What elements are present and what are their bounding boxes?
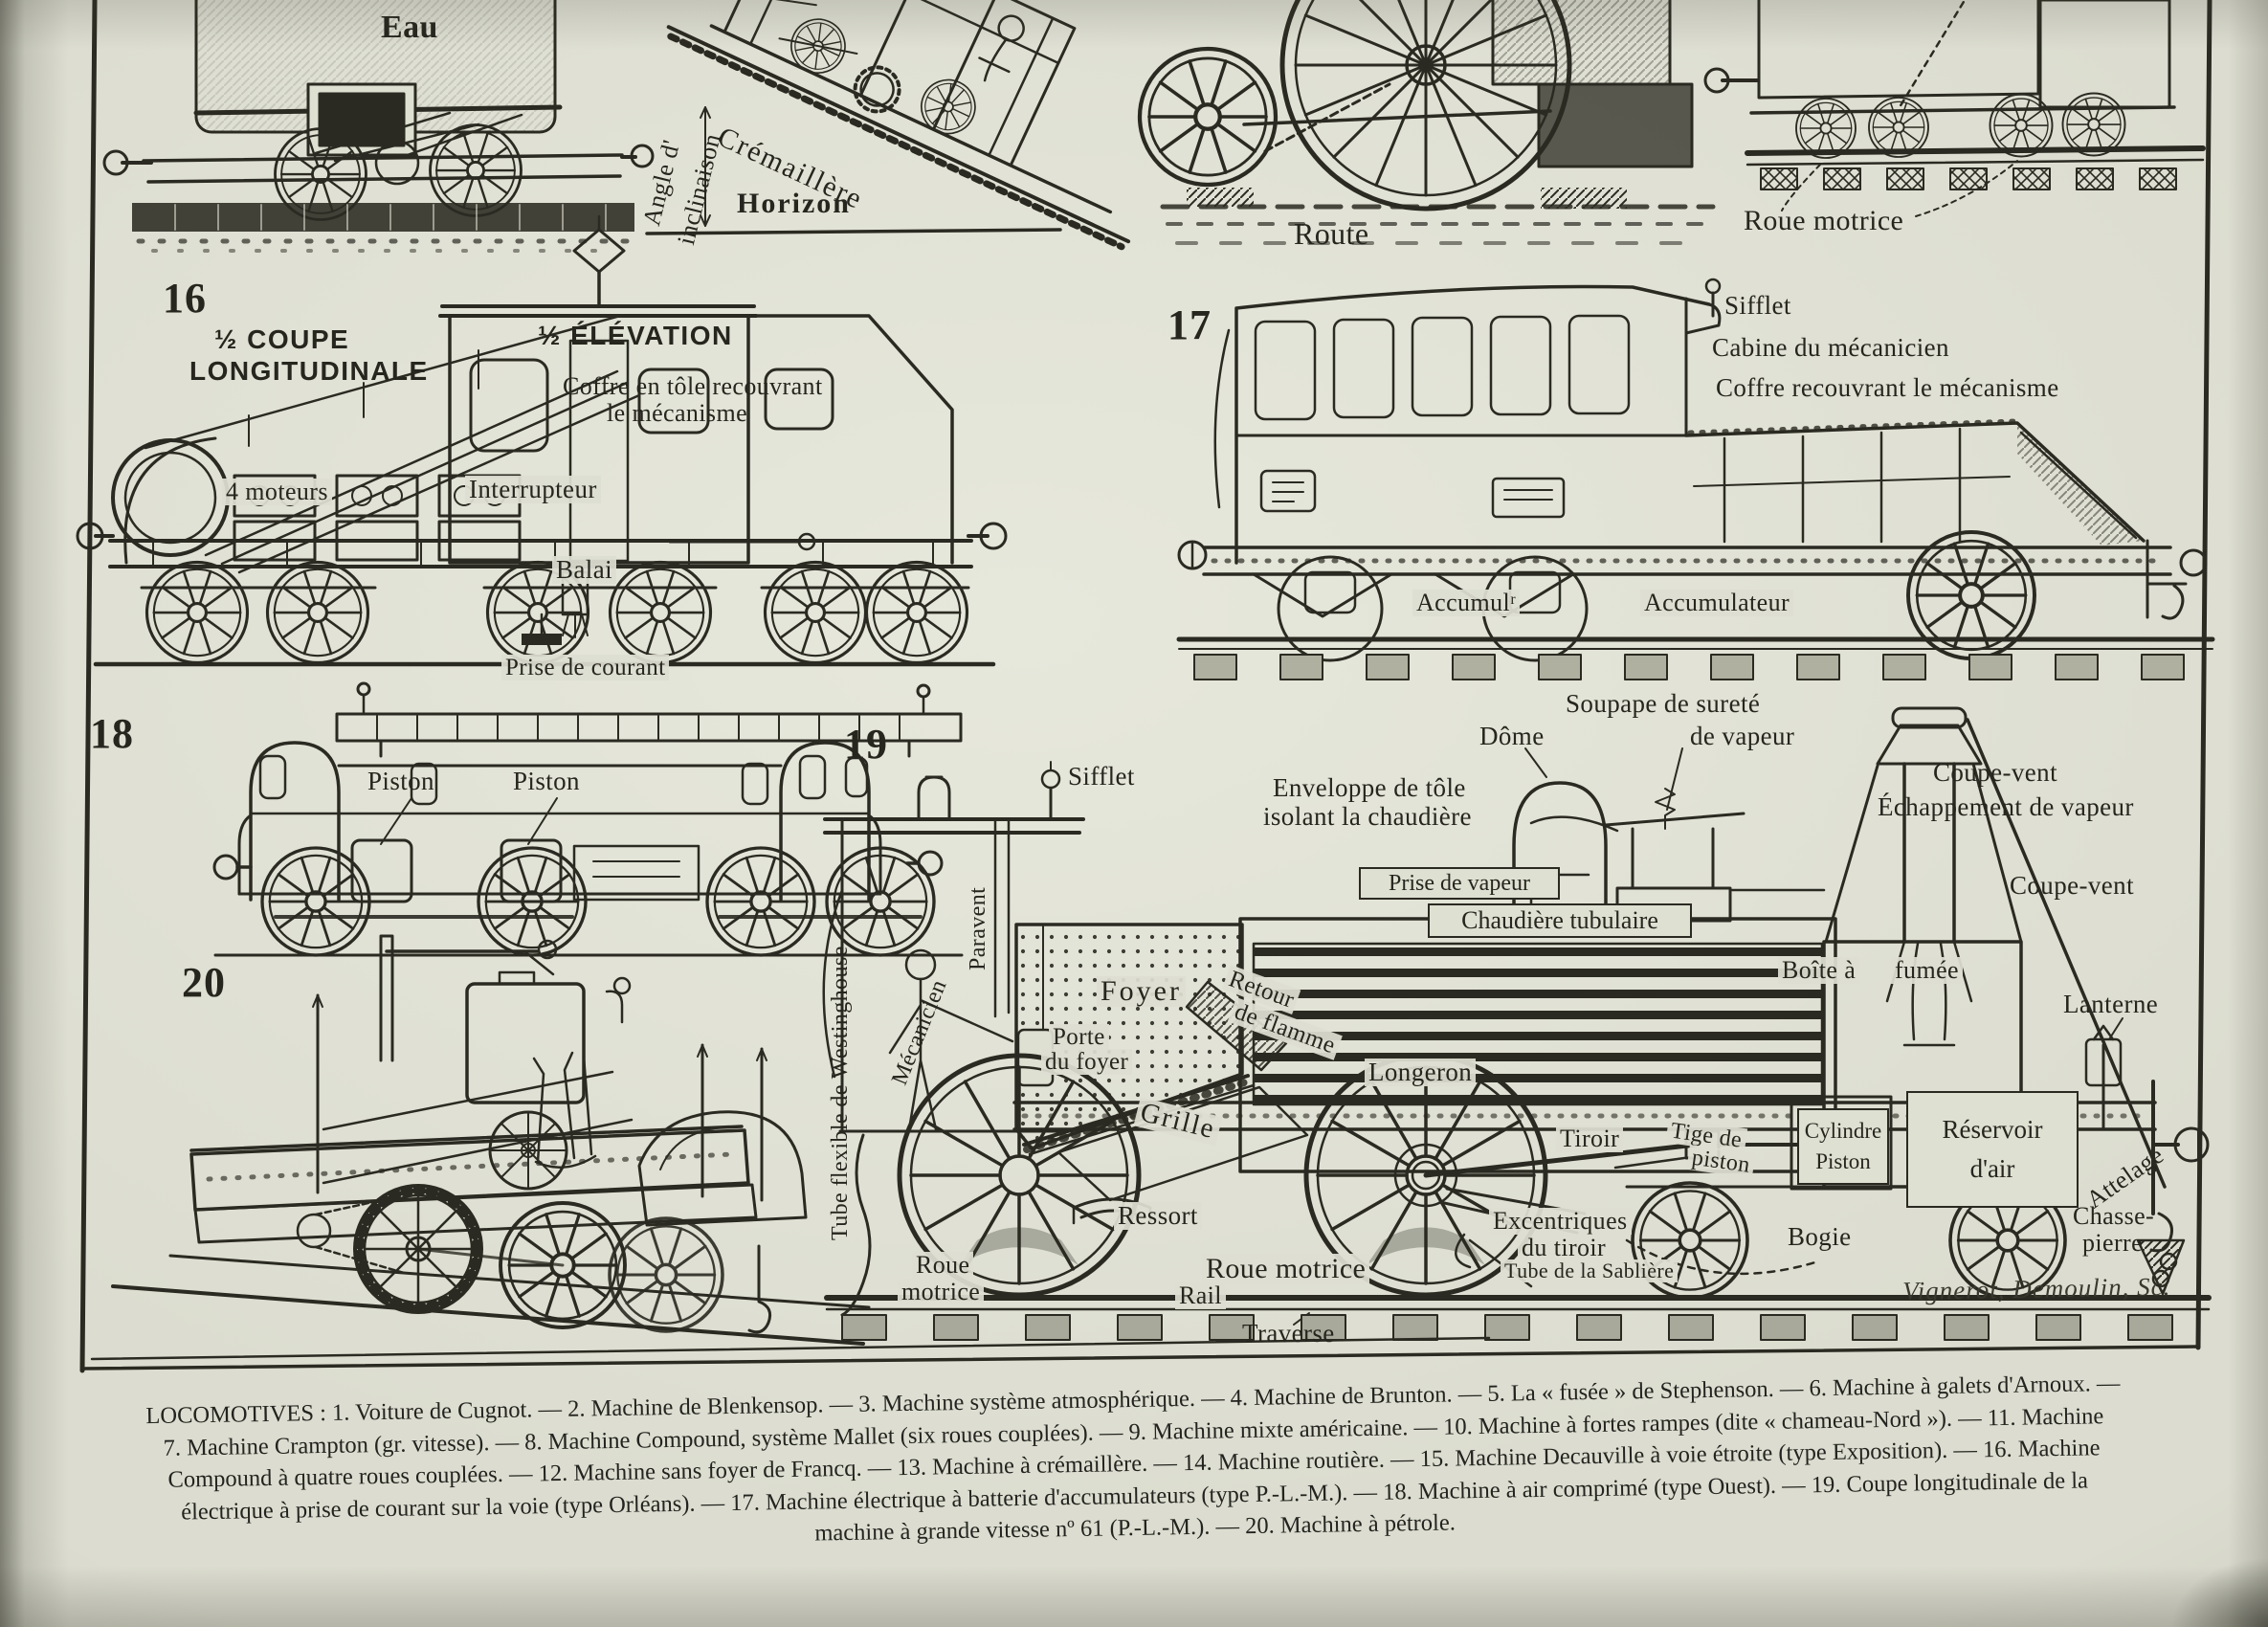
label-enveloppe-line1: Enveloppe de tôle — [1273, 773, 1466, 802]
figure-17-number: 17 — [1167, 301, 1212, 348]
label-roue-motrice-top: Roue motrice — [1744, 205, 1904, 236]
label-eau: Eau — [381, 10, 438, 45]
label-fumee: fumée — [1891, 957, 1963, 984]
label-piston-right: Piston — [513, 767, 580, 795]
label-4-moteurs: 4 moteurs — [222, 479, 332, 505]
label-demi-coupe: ½ COUPE — [214, 324, 350, 354]
label-coupe-vent-bas: Coupe-vent — [2010, 871, 2134, 900]
fig-rack-railway — [645, 0, 1131, 251]
plate-border — [79, 0, 2212, 1373]
label-accumulateur-abbrev: Accumulʳ — [1412, 590, 1521, 616]
label-porte-line2: du foyer — [1041, 1049, 1133, 1075]
label-horizon: Horizon — [737, 188, 851, 219]
label-echappement-vapeur: Échappement de vapeur — [1878, 792, 2134, 821]
label-accumulateur: Accumulateur — [1640, 590, 1794, 616]
fig-18-compressed-air-locomotive — [212, 681, 964, 957]
figure-16-number: 16 — [163, 275, 207, 322]
label-ressort: Ressort — [1114, 1202, 1202, 1230]
label-reservoir-line2: d'air — [1969, 1154, 2015, 1183]
label-tiroir: Tiroir — [1556, 1126, 1624, 1152]
label-balai: Balai — [552, 556, 616, 584]
label-sifflet-19: Sifflet — [1068, 762, 1135, 791]
label-longeron: Longeron — [1365, 1059, 1477, 1086]
fig-top-left-locomotive — [102, 0, 655, 253]
label-soupape-line2: de vapeur — [1690, 722, 1795, 750]
label-demi-elevation: ½ ÉLÉVATION — [538, 321, 733, 350]
label-enveloppe-line2: isolant la chaudière — [1263, 802, 1472, 831]
label-cylindre-line2: Piston — [1815, 1149, 1871, 1173]
figure-20-number: 20 — [182, 959, 226, 1006]
fig-road-locomotive — [1140, 0, 1716, 245]
label-piston-left: Piston — [367, 767, 434, 795]
label-cabine-mecanicien: Cabine du mécanicien — [1712, 333, 1949, 362]
label-bogie: Bogie — [1784, 1223, 1856, 1251]
label-prise-de-courant: Prise de courant — [501, 655, 670, 680]
figure-19-number: 19 — [844, 721, 888, 768]
label-cylindre-piston: Cylindre Piston — [1797, 1108, 1889, 1185]
label-soupape-line1: Soupape de sureté — [1566, 689, 1761, 718]
label-longitudinale: LONGITUDINALE — [189, 356, 429, 386]
label-tube-sabliere: Tube de la Sablière — [1501, 1259, 1679, 1282]
fig-16-electric-locomotive — [76, 214, 1008, 667]
label-roue-motrice-centre: Roue motrice — [1202, 1254, 1370, 1284]
label-chaudiere-tubulaire: Chaudière tubulaire — [1428, 903, 1692, 938]
label-coupe-vent-haut: Coupe-vent — [1933, 758, 2057, 787]
label-cylindre-line1: Cylindre — [1804, 1119, 1882, 1143]
label-sifflet-17: Sifflet — [1724, 291, 1791, 320]
label-lanterne: Lanterne — [2063, 990, 2159, 1018]
label-coffre-mecanisme-17: Coffre recouvrant le mécanisme — [1716, 373, 2059, 402]
label-prise-de-vapeur: Prise de vapeur — [1359, 867, 1560, 900]
label-porte-line1: Porte — [1049, 1024, 1109, 1050]
label-chasse-pierre-line2: pierre — [2082, 1229, 2144, 1257]
label-traverse: Traverse — [1242, 1319, 1335, 1348]
label-coffre-tole-line2: le mécanisme — [607, 399, 748, 427]
label-boite-a: Boîte à — [1778, 957, 1860, 984]
fig-decauville — [1703, 0, 2206, 217]
label-roue-motrice-gauche-line1: Roue — [912, 1252, 974, 1279]
figure-18-number: 18 — [90, 710, 134, 757]
fig-17-accumulator-locomotive — [1176, 278, 2215, 680]
label-tube-westinghouse: Tube flexible de Westinghouse — [828, 946, 853, 1240]
fig-19-longitudinal-section — [822, 706, 2212, 1341]
label-foyer: Foyer — [1097, 976, 1186, 1007]
label-roue-motrice-gauche-line2: motrice — [898, 1279, 985, 1305]
engraver-signature: Vignerot, Demoulin, Sc. — [1901, 1272, 2171, 1305]
fig-20-petrol-locomotive — [90, 934, 1491, 1361]
label-paravent: Paravent — [966, 886, 990, 970]
label-excentriques-line2: du tiroir — [1518, 1235, 1611, 1261]
label-dome: Dôme — [1479, 722, 1545, 750]
label-reservoir-line1: Réservoir — [1942, 1115, 2043, 1144]
label-excentriques-line1: Excentriques — [1489, 1208, 1632, 1235]
label-interrupteur: Interrupteur — [465, 476, 601, 503]
label-coffre-tole-line1: Coffre en tôle recouvrant — [563, 372, 823, 400]
label-route: Route — [1294, 216, 1369, 251]
label-reservoir-air: Réservoir d'air — [1906, 1091, 2079, 1208]
label-chasse-pierre-line1: Chasse- — [2073, 1202, 2155, 1230]
label-rail: Rail — [1175, 1282, 1226, 1309]
